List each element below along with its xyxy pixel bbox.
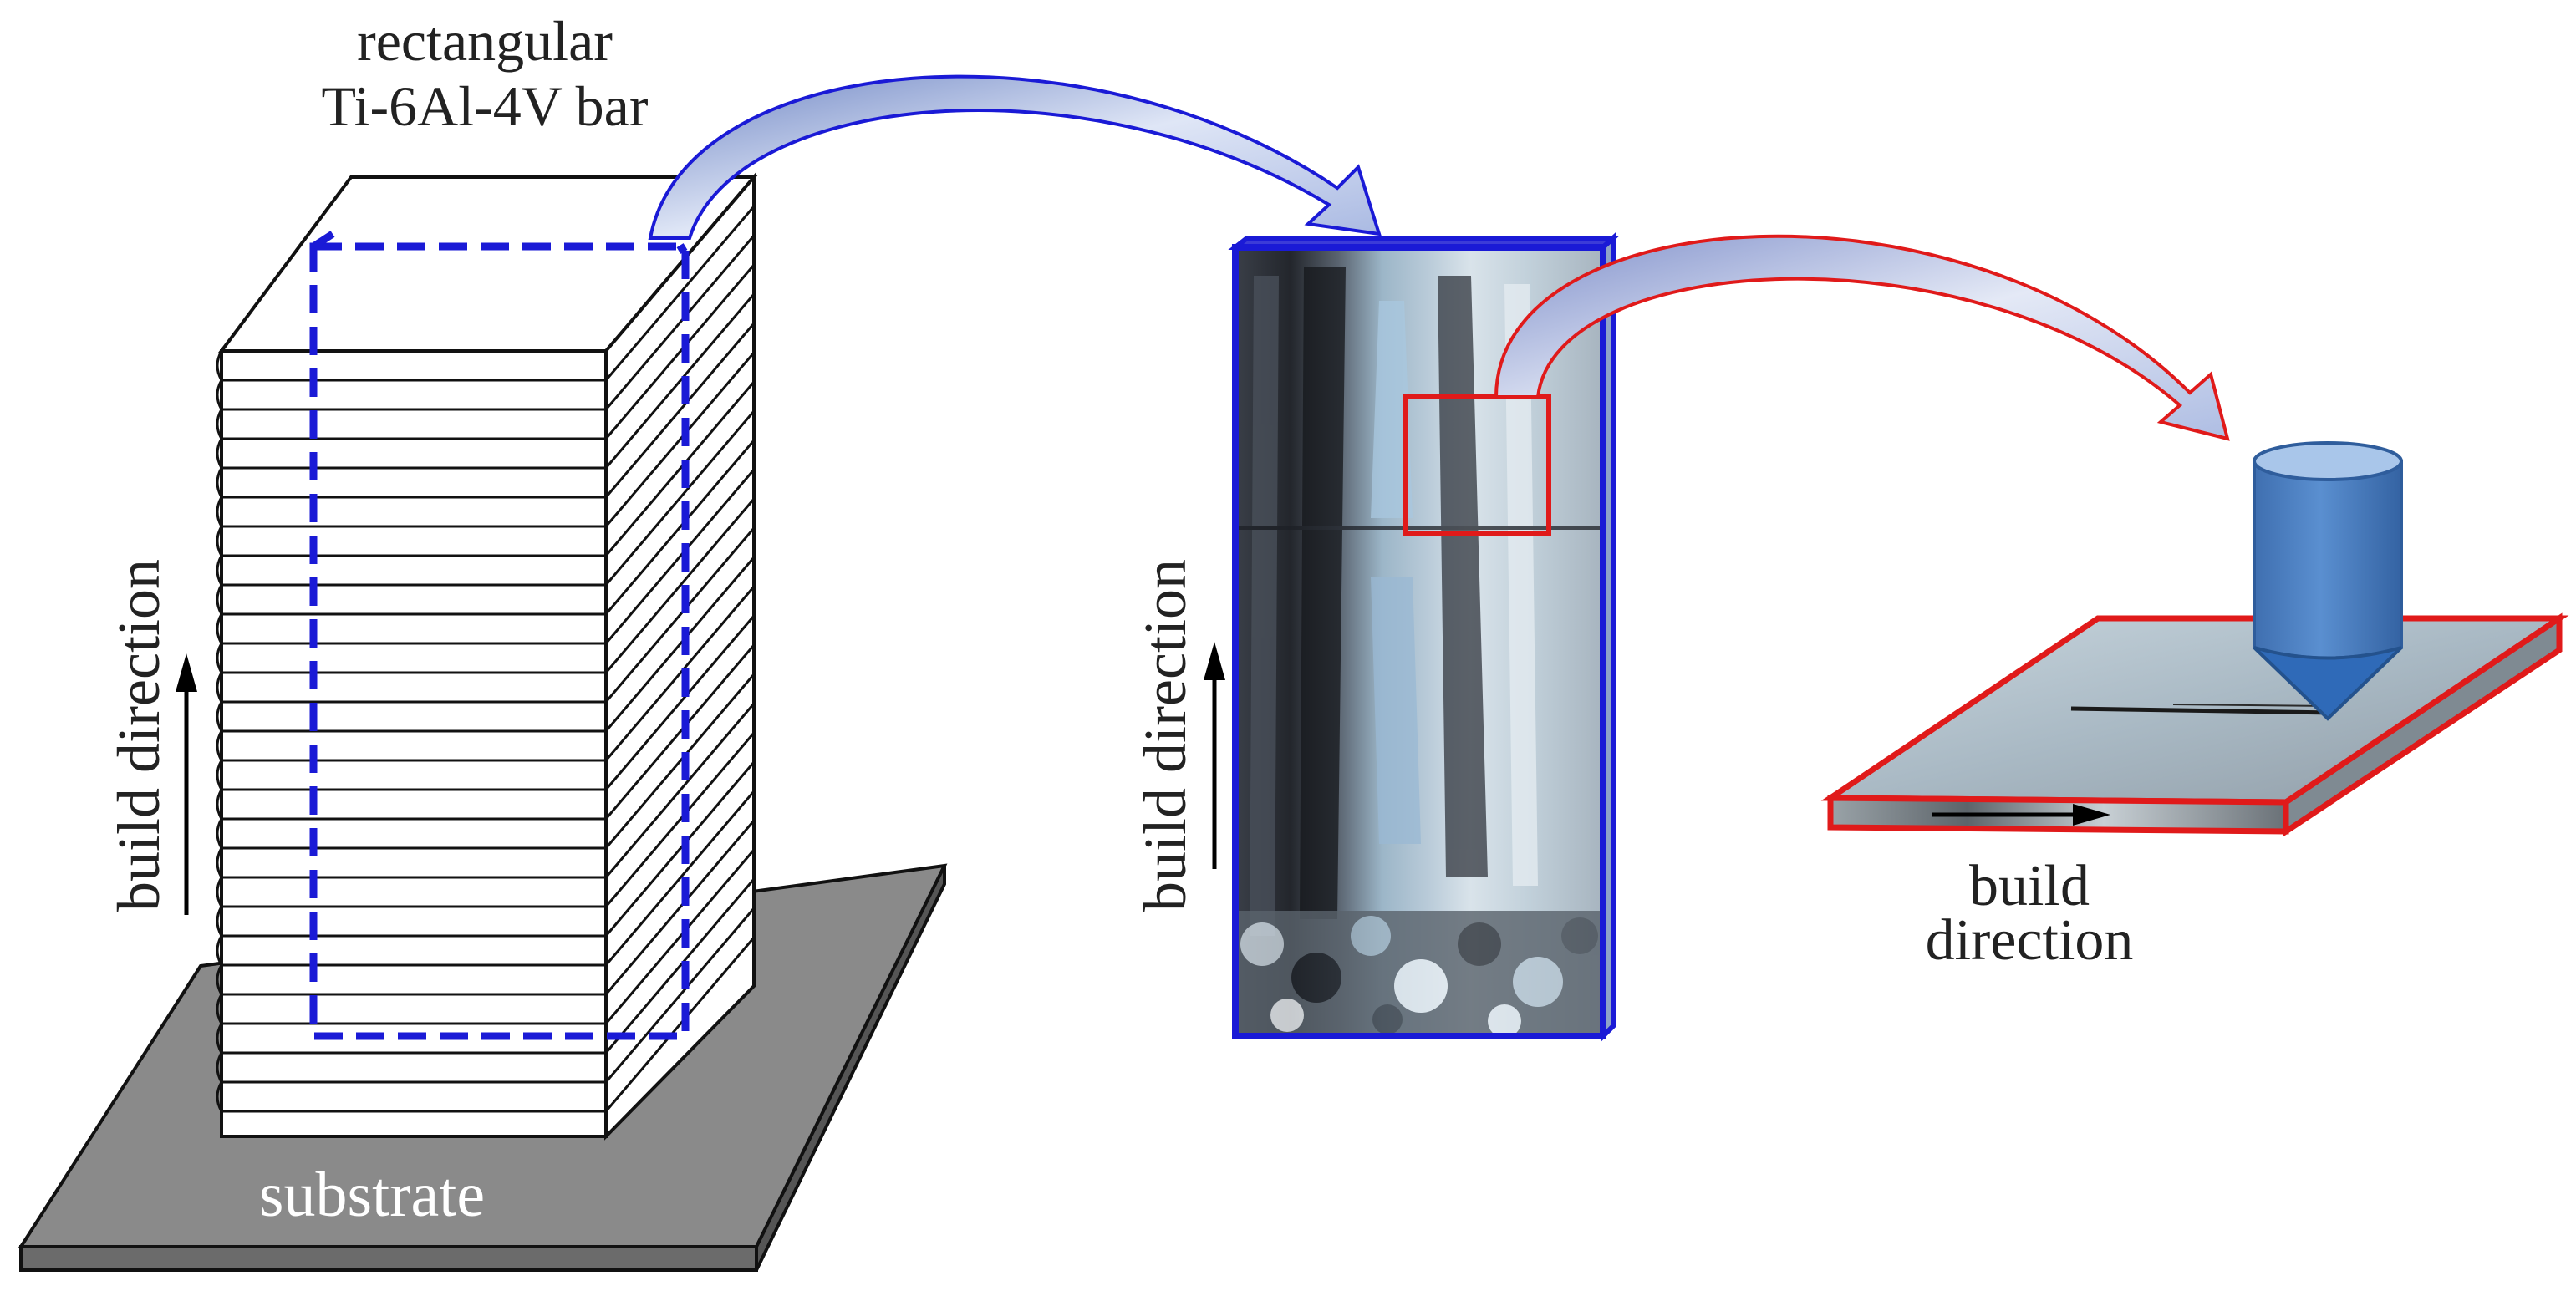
- thin-plate: [1820, 612, 2569, 837]
- layer-seam-side: [604, 410, 756, 586]
- layer-seam-side: [604, 732, 756, 907]
- layer-edge-round: [216, 730, 223, 761]
- indenter-icon: [2253, 441, 2403, 721]
- layer-edge-round: [216, 1023, 223, 1054]
- layer-edge-round: [216, 526, 223, 557]
- bar-title-line2: Ti-6Al-4V bar: [321, 74, 648, 138]
- inset-region-outline: [1403, 394, 1551, 536]
- layer-seam-side: [604, 440, 756, 615]
- layer-seam-side: [604, 323, 756, 498]
- layer-seam-side: [604, 206, 756, 381]
- layer-seam-side: [604, 790, 756, 966]
- layer-edge-round: [216, 350, 223, 381]
- layer-seam-side: [604, 498, 756, 673]
- layer-edge-round: [216, 789, 223, 820]
- layer-seam-side: [604, 469, 756, 644]
- layer-seam-side: [604, 381, 756, 557]
- layer-edge-round: [216, 379, 223, 410]
- layer-edge-round: [216, 964, 223, 995]
- build-direction-arrow-middle: [1204, 642, 1225, 869]
- bar-title-line1: rectangular: [357, 9, 613, 73]
- layer-edge-round: [216, 760, 223, 790]
- layer-edge-round: [216, 555, 223, 586]
- layer-seam-side: [604, 352, 756, 527]
- layer-edge-round: [216, 409, 223, 440]
- layer-edge-round: [216, 438, 223, 469]
- substrate-label: substrate: [259, 1160, 485, 1230]
- layer-seam-side: [604, 907, 756, 1083]
- layer-seam-side: [604, 673, 756, 849]
- layer-edge-round: [216, 1081, 223, 1112]
- layer-seam-side: [604, 937, 756, 1112]
- layer-edge-round: [216, 701, 223, 732]
- build-direction-left-label: build direction: [105, 559, 172, 912]
- layer-seam-side: [604, 235, 756, 410]
- layer-edge-round: [216, 847, 223, 878]
- layer-seam-side: [604, 878, 756, 1054]
- section-slab: [1228, 232, 1620, 1043]
- build-direction-middle-label: build direction: [1132, 559, 1199, 912]
- bar-layer-lines: [216, 206, 756, 1113]
- transfer-arrow-to-section: [648, 74, 1382, 240]
- build-direction-right-label-line1: build: [1969, 854, 2090, 918]
- transfer-arrow-to-plate: [1494, 234, 2230, 441]
- layer-edge-round: [216, 906, 223, 937]
- layer-seam-side: [604, 527, 756, 703]
- layer-seam-side: [604, 820, 756, 995]
- layer-edge-round: [216, 643, 223, 673]
- build-direction-arrow-left: [176, 653, 197, 915]
- layer-seam-side: [604, 761, 756, 937]
- build-direction-arrow-right: [1932, 804, 2110, 826]
- section-cut-outline: [309, 231, 690, 1040]
- layer-seam-side: [604, 293, 756, 469]
- layer-edge-round: [216, 672, 223, 703]
- layer-edge-round: [216, 467, 223, 498]
- layered-bar: [216, 172, 758, 1141]
- layer-seam-side: [604, 644, 756, 820]
- layer-seam-side: [604, 703, 756, 878]
- layer-seam-side: [604, 264, 756, 440]
- layer-edge-round: [216, 935, 223, 966]
- build-direction-right-label-line2: direction: [1926, 908, 2134, 973]
- layer-edge-round: [216, 613, 223, 644]
- layer-edge-round: [216, 496, 223, 527]
- layer-edge-round: [216, 1052, 223, 1083]
- layer-seam-side: [604, 557, 756, 732]
- layer-seam-side: [604, 586, 756, 761]
- layer-seam-side: [604, 615, 756, 790]
- layer-edge-round: [216, 818, 223, 849]
- layer-edge-round: [216, 877, 223, 907]
- layer-seam-side: [604, 849, 756, 1024]
- layer-edge-round: [216, 584, 223, 615]
- layer-edge-round: [216, 994, 223, 1024]
